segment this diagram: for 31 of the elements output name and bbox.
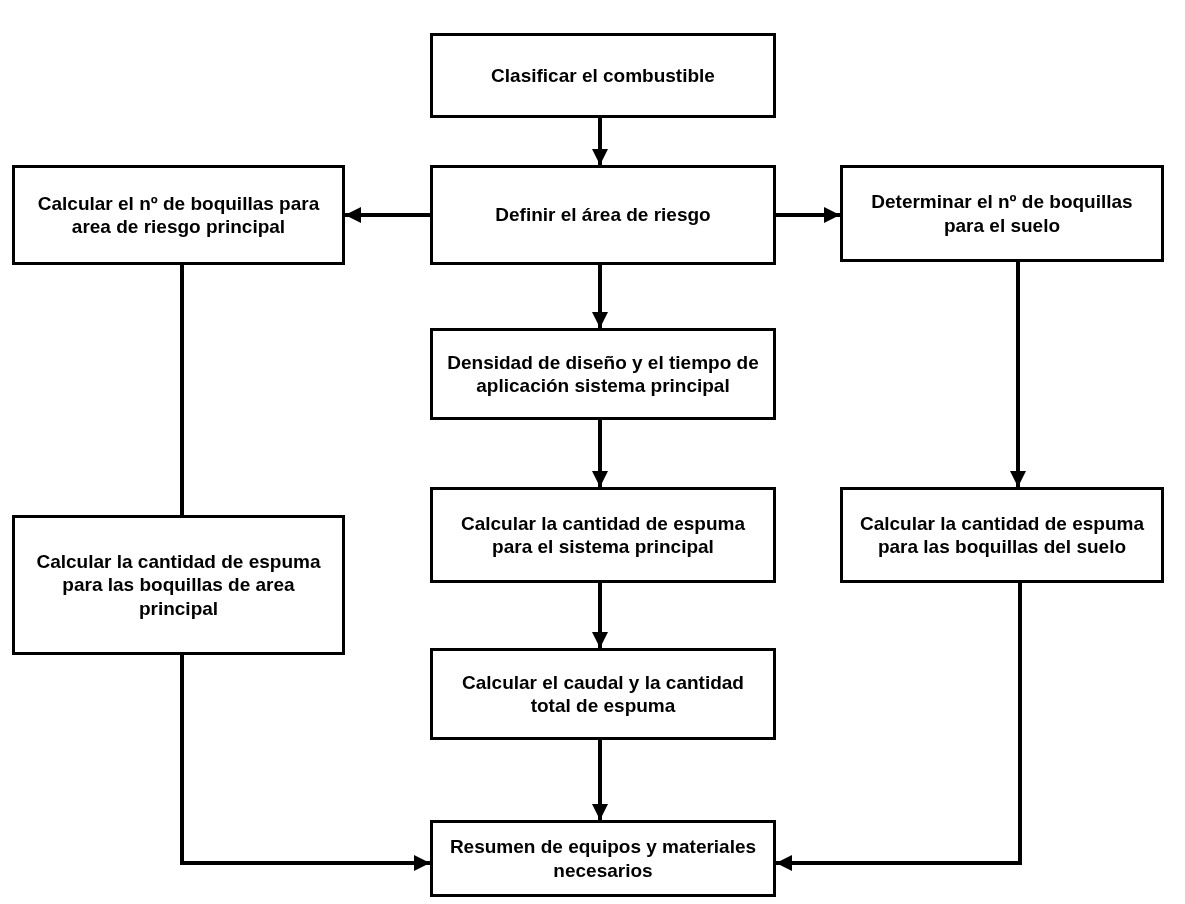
box-label: Calcular la cantidad de espuma para el sistema principal	[459, 511, 746, 559]
box-label: Definir el área de riesgo	[495, 203, 711, 227]
process-box	[430, 820, 776, 897]
process-box	[430, 328, 776, 420]
box-label: Determinar el nº de boquillas para el suelo	[870, 190, 1134, 237]
arrow	[345, 207, 430, 223]
arrow	[776, 583, 1022, 871]
box-label: Resumen de equipos y materiales necesarios	[448, 835, 758, 882]
arrow	[776, 207, 840, 223]
process-box	[12, 515, 345, 655]
arrow	[592, 265, 608, 328]
arrow	[180, 655, 430, 871]
process-box	[840, 487, 1164, 583]
arrow	[592, 118, 608, 165]
process-box	[430, 487, 776, 583]
connector-line	[180, 265, 184, 515]
process-box	[430, 33, 776, 118]
process-box	[430, 648, 776, 740]
box-label: Calcular el caudal y la cantidad total de espuma	[461, 670, 745, 718]
process-box	[840, 165, 1164, 262]
arrow	[1010, 262, 1026, 487]
arrow	[592, 583, 608, 648]
process-box	[12, 165, 345, 265]
arrow	[592, 420, 608, 487]
box-label: Calcular la cantidad de espuma para las boquillas del suelo	[858, 511, 1145, 559]
arrow	[592, 740, 608, 820]
box-label: Densidad de diseño y el tiempo de aplicación sistema principal	[446, 350, 760, 398]
box-label: Calcular la cantidad de espuma para las boquillas de area principal	[35, 550, 322, 620]
box-label: Clasificar el combustible	[491, 63, 715, 88]
box-label: Calcular el nº de boquillas para area de riesgo principal	[36, 191, 321, 239]
process-box	[430, 165, 776, 265]
